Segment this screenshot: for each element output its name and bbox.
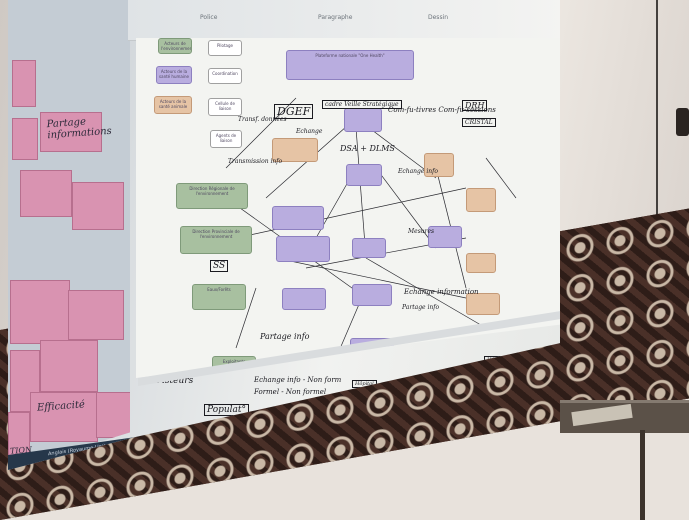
- hw-pisteurs: Pisteurs: [156, 376, 194, 386]
- app-ribbon: Police Paragraphe Dessin: [128, 0, 560, 41]
- sticky-note[interactable]: [96, 392, 130, 438]
- node-direction-provinciale[interactable]: Direction Provinciale de l'environnement: [180, 226, 252, 254]
- hw-transmission: Transmission info: [228, 158, 283, 165]
- hw-com-fu: Com-fu-tivres Com-fu-sessions: [388, 106, 496, 114]
- node-purple[interactable]: [344, 108, 382, 132]
- hw-cristal: CRISTAL: [462, 118, 496, 127]
- legend-agents[interactable]: Agents de liaison: [210, 130, 242, 148]
- node-direction-regionale[interactable]: Direction Régionale de l'environnement: [176, 183, 248, 209]
- sticky-partage-label: Partage informations: [46, 116, 113, 142]
- sticky-notes-panel: Partage informations Efficacité TION: [8, 0, 130, 470]
- legend-coordination[interactable]: Coordination: [208, 68, 242, 84]
- node-orange[interactable]: [466, 253, 496, 273]
- node-orange[interactable]: [424, 153, 454, 177]
- hw-echange-information: Echange information: [404, 288, 479, 296]
- node-purple[interactable]: [428, 226, 462, 248]
- node-plateforme[interactable]: Plateforme nationale "One Health": [286, 50, 414, 80]
- node-orange[interactable]: [466, 188, 496, 212]
- legend-cellule-liaison[interactable]: Cellule de liaison: [208, 98, 242, 116]
- ribbon-police[interactable]: Police: [200, 14, 218, 21]
- wall-speaker: [676, 108, 689, 136]
- hw-echange-info: Echange info: [398, 168, 438, 175]
- hw-ss: SS: [210, 260, 229, 272]
- hw-formel-non-formel: Formel - Non formel: [254, 388, 327, 396]
- sticky-note[interactable]: [40, 340, 98, 392]
- node-purple[interactable]: [352, 238, 386, 258]
- table-leg: [640, 430, 645, 520]
- sticky-note-efficacite[interactable]: Efficacité: [30, 392, 98, 442]
- hw-tranf-donnees: Transf. données: [238, 116, 287, 123]
- wall-cable: [656, 0, 658, 330]
- sticky-note[interactable]: [12, 118, 38, 160]
- legend-acteurs-animale[interactable]: Acteurs de la santé animale: [154, 96, 192, 114]
- legend-pilotage[interactable]: Pilotage: [208, 40, 242, 56]
- sticky-note[interactable]: [10, 280, 70, 344]
- ribbon-dessin[interactable]: Dessin: [428, 14, 449, 21]
- sticky-note[interactable]: [12, 60, 36, 107]
- sticky-note[interactable]: [72, 182, 124, 230]
- sticky-note-partage[interactable]: Partage informations: [40, 112, 112, 152]
- hw-partage-info: Partage info: [260, 332, 310, 341]
- node-purple[interactable]: [352, 284, 392, 306]
- node-purple[interactable]: [276, 236, 330, 262]
- sticky-efficacite-label: Efficacité: [36, 399, 86, 414]
- node-eaux-forets[interactable]: Eaux/Forêts: [192, 284, 246, 310]
- hw-drh: DRH: [462, 100, 488, 111]
- hw-population: Populat°: [204, 404, 250, 416]
- node-orange[interactable]: [466, 293, 500, 315]
- hw-partage-info-2: Partage info: [402, 304, 440, 311]
- hw-echange-info-non-form: Echange info - Non form: [254, 376, 342, 384]
- sticky-note[interactable]: [20, 170, 72, 217]
- node-purple[interactable]: [346, 164, 382, 186]
- legend-acteurs-sante[interactable]: Acteurs de la santé humaine: [156, 66, 192, 84]
- node-orange[interactable]: [272, 138, 318, 162]
- hw-cadre-veille: cadre Veille Stratégique: [322, 100, 402, 109]
- sticky-note[interactable]: [68, 290, 124, 340]
- projection-screen: Partage informations Efficacité TION Pol…: [8, 0, 560, 470]
- ribbon-paragraphe[interactable]: Paragraphe: [318, 14, 353, 21]
- legend-acteurs-env[interactable]: Acteurs de l'environnement: [158, 38, 192, 54]
- node-purple[interactable]: [282, 288, 326, 310]
- hw-dsa-dlms: DSA + DLMS: [340, 144, 395, 153]
- hw-echange: Echange: [296, 128, 323, 135]
- hw-mesures: Mesures: [408, 228, 435, 235]
- node-purple[interactable]: [272, 206, 324, 230]
- hw-dgef: DGEF: [274, 104, 314, 119]
